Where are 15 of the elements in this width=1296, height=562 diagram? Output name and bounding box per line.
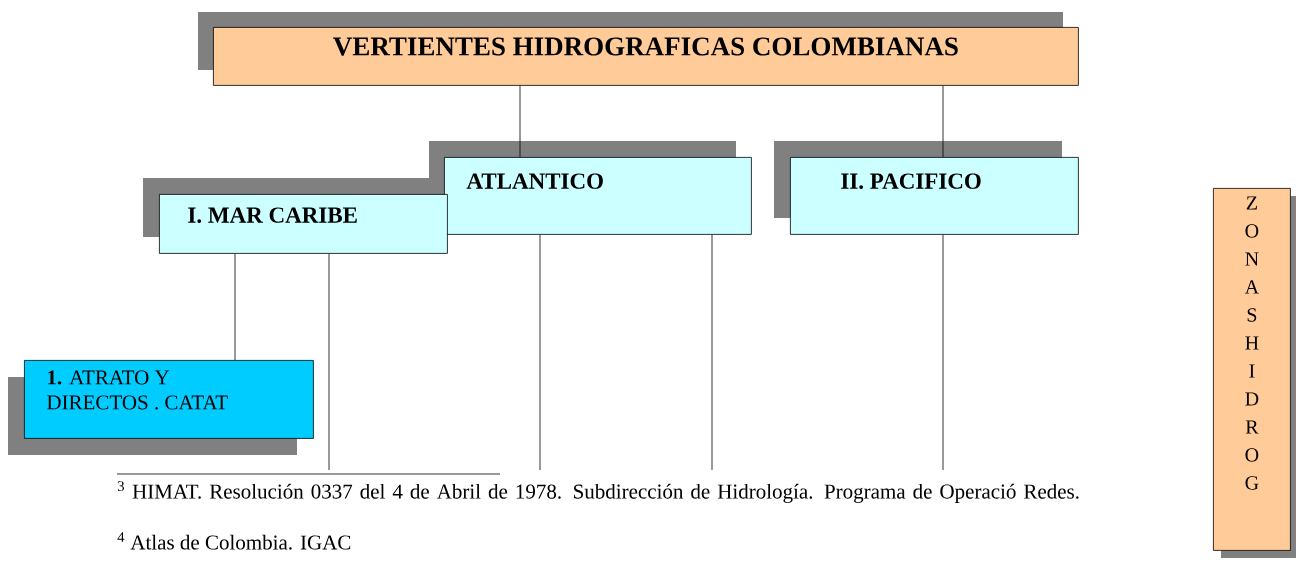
vertical-box: Z O N A S H I D R O G (1213, 188, 1291, 551)
connector-line (539, 234, 541, 471)
footnote: $^{4}$ Atlas de Colombia. IGAC (117, 532, 351, 550)
footnote: $^{3}$ HIMAT. Resolución 0337 del 4 de Abril de 1978. Subdirección de Hidrología. Programa de Operació Redes. (117, 481, 1079, 503)
category-box: II. PACIFICO (790, 157, 1079, 235)
category-box: ATLANTICO (444, 157, 752, 235)
connector-line (942, 85, 944, 158)
zone-box: 1. ATRATO Y DIRECTOS . CATAT (24, 360, 314, 439)
connector-line (711, 234, 713, 471)
category-box: I. MAR CARIBE (159, 194, 448, 254)
connector-line (519, 85, 521, 158)
connector-line (234, 253, 236, 361)
connector-line (328, 253, 330, 471)
title-box: VERTIENTES HIDROGRAFICAS COLOMBIANAS (213, 27, 1079, 86)
connector-line (942, 234, 944, 471)
